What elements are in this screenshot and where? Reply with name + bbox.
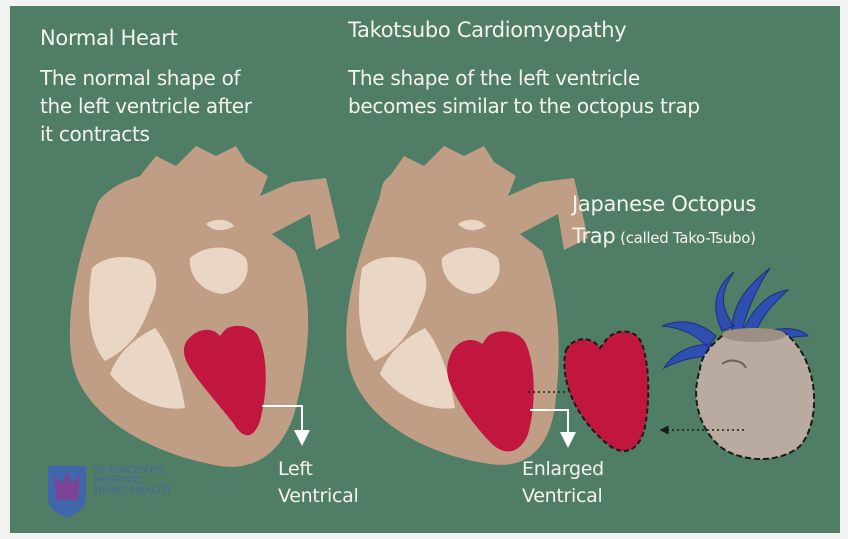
normal-desc-line-2: the left ventricle after	[40, 92, 252, 120]
trap-title-line-2: Trap (called Tako-Tsubo)	[572, 224, 756, 248]
normal-heart-illustration	[70, 146, 340, 467]
normal-heart-title: Normal Heart	[40, 26, 178, 50]
hospital-logo-mark	[48, 466, 86, 518]
trap-title-line-1: Japanese Octopus	[572, 192, 756, 216]
infographic: Normal Heart The normal shape of the lef…	[10, 6, 840, 533]
left-ventrical-label: Left Ventrical	[278, 456, 358, 510]
enlarged-ventrical-label-line-2: Ventrical	[522, 483, 604, 510]
octopus-trap-pot	[696, 330, 814, 459]
normal-heart-description: The normal shape of the left ventricle a…	[40, 64, 252, 148]
logo-line-3: HEART HEALTH	[94, 486, 170, 496]
trap-title-note: (called Tako-Tsubo)	[620, 229, 756, 247]
hospital-logo-text: ST VINCENT'S HOSPITAL HEART HEALTH	[94, 466, 170, 496]
left-ventrical-label-line-1: Left	[278, 456, 358, 483]
trap-title-word: Trap	[572, 224, 615, 248]
enlarged-ventrical-label-line-1: Enlarged	[522, 456, 604, 483]
enlarged-ventrical-label: Enlarged Ventrical	[522, 456, 604, 510]
isolated-ventricle-shape	[564, 331, 648, 451]
takotsubo-title: Takotsubo Cardiomyopathy	[348, 18, 626, 42]
takotsubo-desc-line-1: The shape of the left ventricle	[348, 64, 700, 92]
logo-line-2: HOSPITAL	[94, 476, 170, 486]
takotsubo-heart-illustration	[346, 146, 588, 465]
takotsubo-desc-line-2: becomes similar to the octopus trap	[348, 92, 700, 120]
octopus-trap-pot-rim	[722, 328, 786, 342]
normal-desc-line-1: The normal shape of	[40, 64, 252, 92]
left-ventrical-label-line-2: Ventrical	[278, 483, 358, 510]
logo-line-1: ST VINCENT'S	[94, 466, 170, 476]
normal-desc-line-3: it contracts	[40, 120, 252, 148]
takotsubo-description: The shape of the left ventricle becomes …	[348, 64, 700, 120]
